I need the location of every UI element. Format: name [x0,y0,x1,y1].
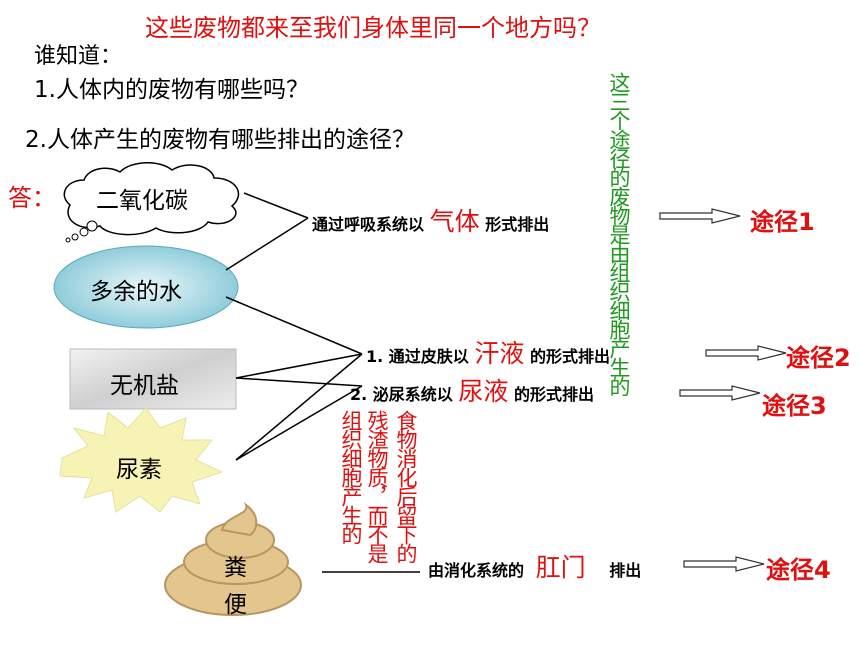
route-4-key: 肛门 [535,553,586,582]
item-feces-1: 粪 [224,555,247,581]
path-label-3: 途径3 [762,392,827,420]
page-title: 这些废物都来至我们身体里同一个地方吗？ [145,14,601,42]
item-salt: 无机盐 [110,373,179,399]
route-4-prefix: 由消化系统的 [428,561,525,580]
feces-shape [164,502,302,616]
route-1-prefix: 通过呼吸系统以 [312,215,425,234]
path-label-2: 途径2 [786,344,851,372]
note-digestion-col3: 组织细胞产生的 [339,410,363,543]
note-digestion-col2: 残渣物质，而不是 [365,410,389,562]
answer-label: 答： [8,184,56,212]
route-2-key: 汗液 [474,339,525,368]
item-water: 多余的水 [90,279,182,305]
urea-star [59,407,224,513]
route-2-suffix: 的形式排出 [529,347,610,366]
salt-box [69,348,237,410]
route-4-suffix: 排出 [609,561,642,580]
route-3: 2. 泌尿系统以 尿液 的形式排出 [350,372,594,408]
route-2: 1. 通过皮肤以 汗液 的形式排出 [366,334,610,370]
route-1: 通过呼吸系统以 气体 形式排出 [312,202,549,238]
route-4: 由消化系统的 肛门 排出 [428,548,641,584]
note-tissue-origin: 这三个途径的废物是由组织细胞产生的 [607,72,631,395]
path-label-1: 途径1 [750,208,815,236]
item-co2: 二氧化碳 [96,188,188,214]
route-1-suffix: 形式排出 [485,215,550,234]
path-label-4: 途径4 [766,556,831,584]
co2-cloud-shape [63,162,240,243]
question-1: 1.人体内的废物有哪些吗？ [34,77,309,103]
route-3-key: 尿液 [458,377,509,406]
route-3-suffix: 的形式排出 [513,385,594,404]
route-3-prefix: 2. 泌尿系统以 [350,385,453,404]
item-feces-2: 便 [224,592,247,618]
note-digestion-col1: 食物消化后留下的 [394,410,418,562]
water-ellipse [53,245,239,329]
route-1-key: 气体 [429,207,480,236]
question-2: 2.人体产生的废物有哪些排出的途径？ [25,127,415,153]
route-2-prefix: 1. 通过皮肤以 [366,347,469,366]
item-urea: 尿素 [116,457,162,483]
question-intro: 谁知道： [34,44,123,69]
